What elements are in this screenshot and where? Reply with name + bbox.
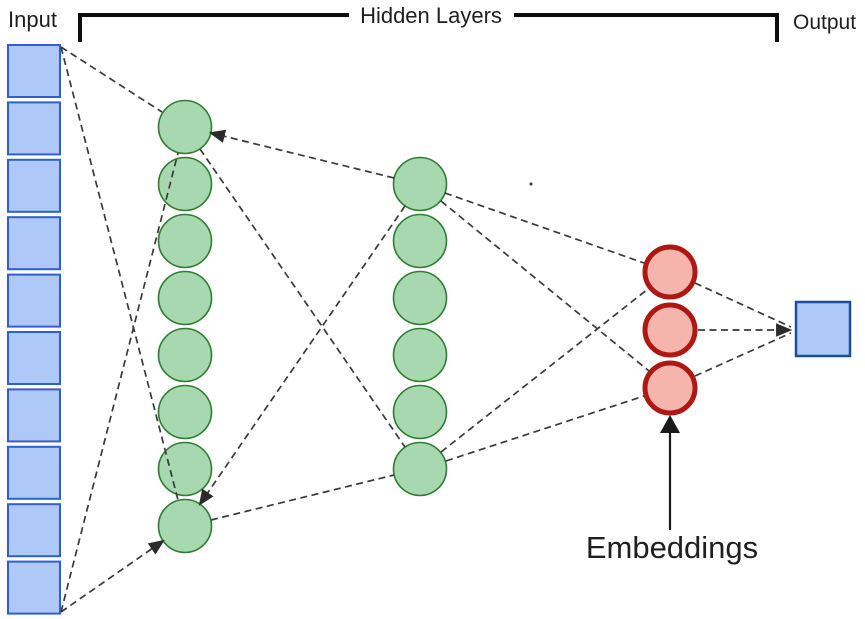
input-node [7,216,61,271]
hidden2-node [392,327,448,383]
hidden1-node [157,327,213,383]
connection-line [60,539,165,613]
connection-line [198,205,406,506]
connection-line [440,200,650,372]
input-node [7,388,61,443]
hidden1-node [157,384,213,440]
annotations [78,13,779,530]
hidden1-node [157,156,213,212]
embeddings-label: Embeddings [586,530,758,565]
hidden1-node [157,99,213,155]
hidden2-node [392,441,448,497]
hidden2-node [392,213,448,269]
connection-line [60,46,179,501]
hidden1-node [157,498,213,554]
connection-line [445,395,645,462]
embedding-node [642,244,698,300]
connection-line [440,288,649,453]
input-node [7,503,61,558]
input-label: Input [8,7,57,32]
input-node [7,331,61,385]
hidden1-node [157,270,213,326]
hidden2-node [392,270,448,326]
connection-line [199,148,406,448]
embedding-node [642,360,698,416]
connection-line [444,192,645,264]
connection-line [694,282,792,328]
hidden1-node [157,213,213,269]
stray-dot [529,182,533,186]
hidden1-node [157,441,213,497]
input-node [7,560,61,615]
input-node [7,44,61,98]
hidden2-node [392,384,448,440]
connection-line [60,152,179,613]
connection-line [210,474,395,521]
input-node [7,445,61,500]
connection-line [208,129,395,179]
hidden-layers-label: Hidden Layers [360,3,502,28]
hidden2-node [392,156,448,212]
input-node [7,158,61,213]
embedding-node [642,302,698,358]
output-node [794,300,852,358]
input-node [7,101,61,156]
network-connections [60,46,793,613]
hidden-layers-bracket [78,13,779,42]
embeddings-arrow-head [660,415,680,433]
input-node [7,273,61,328]
connection-line [60,46,163,113]
output-label: Output [793,11,856,34]
network-shapes [7,44,852,615]
connection-line [694,332,792,377]
